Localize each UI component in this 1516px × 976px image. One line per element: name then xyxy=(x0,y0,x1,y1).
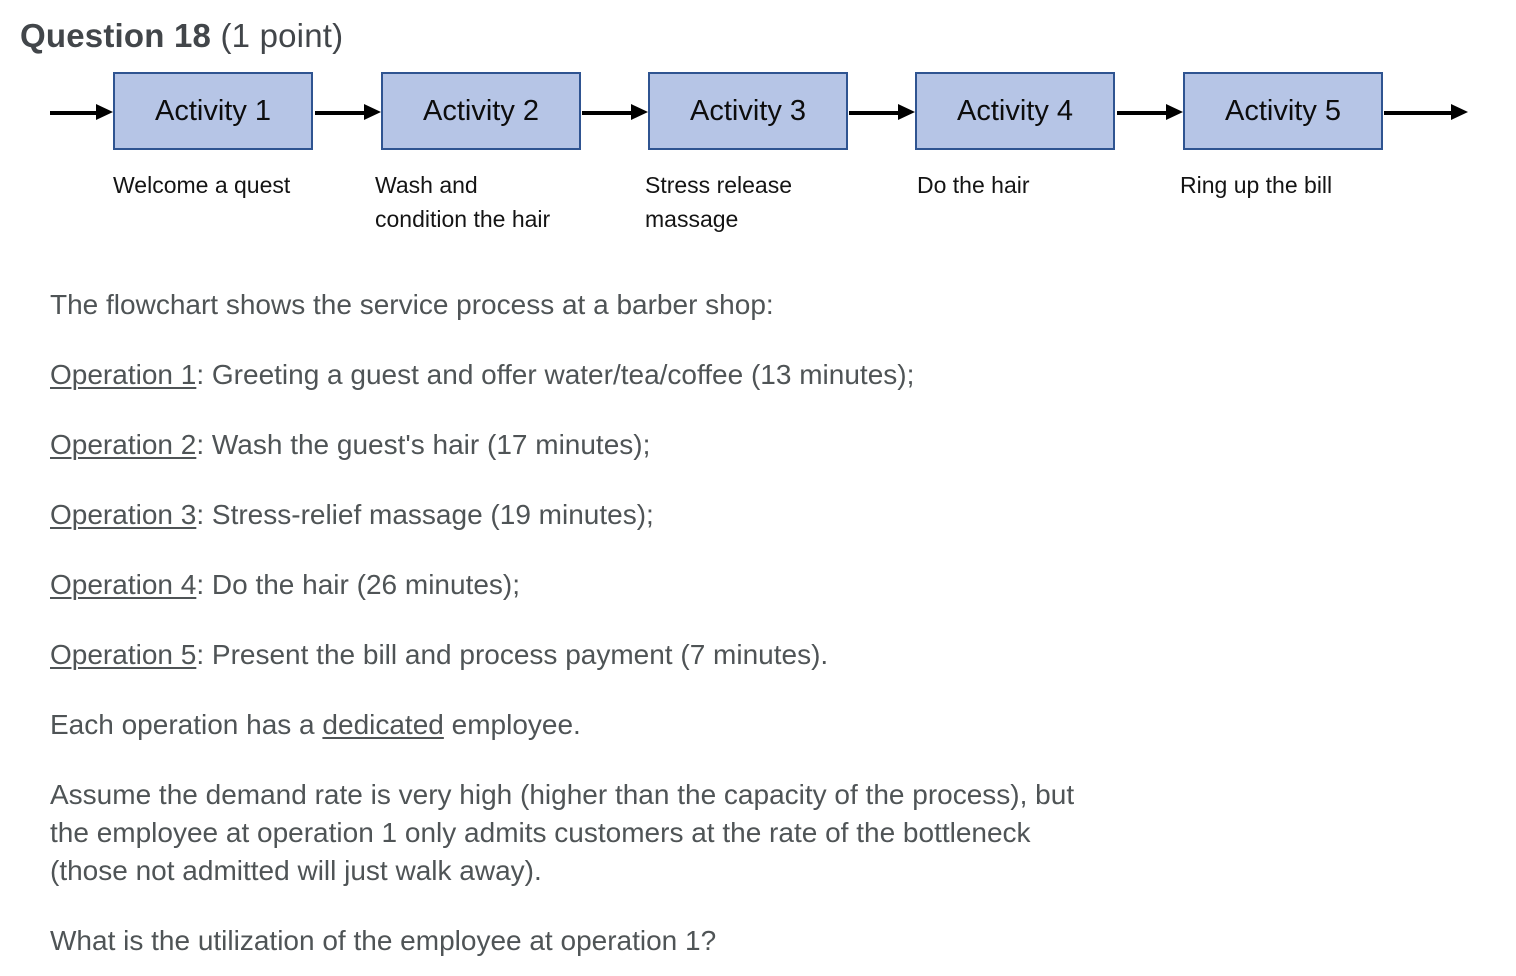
activity-caption-3: Stress release massage xyxy=(645,168,895,236)
activity-box-1-label: Activity 1 xyxy=(154,94,272,127)
activity-box-4-label: Activity 4 xyxy=(956,94,1074,127)
caption-line: Do the hair xyxy=(917,172,1030,198)
flow-arrow-1-2 xyxy=(315,104,381,121)
operation-1-label: Operation 1 xyxy=(50,359,197,390)
question-number: Question 18 xyxy=(20,17,212,54)
operation-2-label: Operation 2 xyxy=(50,429,197,460)
caption-line: Ring up the bill xyxy=(1180,172,1333,198)
operation-5-text: : Present the bill and process payment (… xyxy=(196,639,829,670)
flow-arrow-4-5 xyxy=(1117,104,1183,121)
activity-box-2-label: Activity 2 xyxy=(422,94,540,127)
operation-4-text: : Do the hair (26 minutes); xyxy=(196,569,521,600)
flow-arrow-in xyxy=(50,104,113,121)
operation-4-paragraph: Operation 4: Do the hair (26 minutes); xyxy=(50,566,1290,604)
question-body: The flowchart shows the service process … xyxy=(50,286,1290,960)
assumption-line-2: the employee at operation 1 only admits … xyxy=(50,817,1031,848)
activity-box-5-label: Activity 5 xyxy=(1224,94,1342,127)
caption-line: Wash and xyxy=(375,172,478,198)
activity-caption-4: Do the hair xyxy=(917,168,1167,202)
question-prompt: What is the utilization of the employee … xyxy=(50,925,717,956)
operation-2-text: : Wash the guest's hair (17 minutes); xyxy=(196,429,651,460)
flow-arrow-3-4 xyxy=(849,104,915,121)
caption-line: Welcome a quest xyxy=(113,172,291,198)
operation-5-paragraph: Operation 5: Present the bill and proces… xyxy=(50,636,1290,674)
activity-caption-1: Welcome a quest xyxy=(113,168,363,202)
operation-3-text: : Stress-relief massage (19 minutes); xyxy=(196,499,654,530)
process-flowchart: Activity 1 Activity 2 Activity 3 Activit… xyxy=(0,72,1516,244)
operation-3-paragraph: Operation 3: Stress-relief massage (19 m… xyxy=(50,496,1290,534)
question-title: Question 18 (1 point) xyxy=(20,14,1516,58)
operation-1-text: : Greeting a guest and offer water/tea/c… xyxy=(196,359,915,390)
caption-line: Stress release xyxy=(645,172,793,198)
activity-box-5: Activity 5 xyxy=(1183,72,1383,150)
dedicated-paragraph: Each operation has a dedicated employee. xyxy=(50,706,1290,744)
flow-arrow-2-3 xyxy=(582,104,648,121)
operation-5-label: Operation 5 xyxy=(50,639,197,670)
question-points: (1 point) xyxy=(220,17,344,54)
caption-line: massage xyxy=(645,206,739,232)
dedicated-pre: Each operation has a xyxy=(50,709,323,740)
activity-box-4: Activity 4 xyxy=(915,72,1115,150)
assumption-line-3: (those not admitted will just walk away)… xyxy=(50,855,542,886)
assumption-paragraph: Assume the demand rate is very high (hig… xyxy=(50,776,1290,890)
operation-1-paragraph: Operation 1: Greeting a guest and offer … xyxy=(50,356,1290,394)
dedicated-word: dedicated xyxy=(322,709,444,740)
operation-4-label: Operation 4 xyxy=(50,569,197,600)
activity-caption-5: Ring up the bill xyxy=(1180,168,1430,202)
activity-caption-2: Wash and condition the hair xyxy=(375,168,625,236)
activity-box-2: Activity 2 xyxy=(381,72,581,150)
operation-2-paragraph: Operation 2: Wash the guest's hair (17 m… xyxy=(50,426,1290,464)
intro-paragraph: The flowchart shows the service process … xyxy=(50,289,774,320)
activity-box-1: Activity 1 xyxy=(113,72,313,150)
activity-box-3: Activity 3 xyxy=(648,72,848,150)
assumption-line-1: Assume the demand rate is very high (hig… xyxy=(50,779,1075,810)
flow-arrow-out xyxy=(1384,104,1468,121)
operation-3-label: Operation 3 xyxy=(50,499,197,530)
dedicated-post: employee. xyxy=(443,709,581,740)
activity-box-3-label: Activity 3 xyxy=(689,94,807,127)
caption-line: condition the hair xyxy=(375,206,551,232)
